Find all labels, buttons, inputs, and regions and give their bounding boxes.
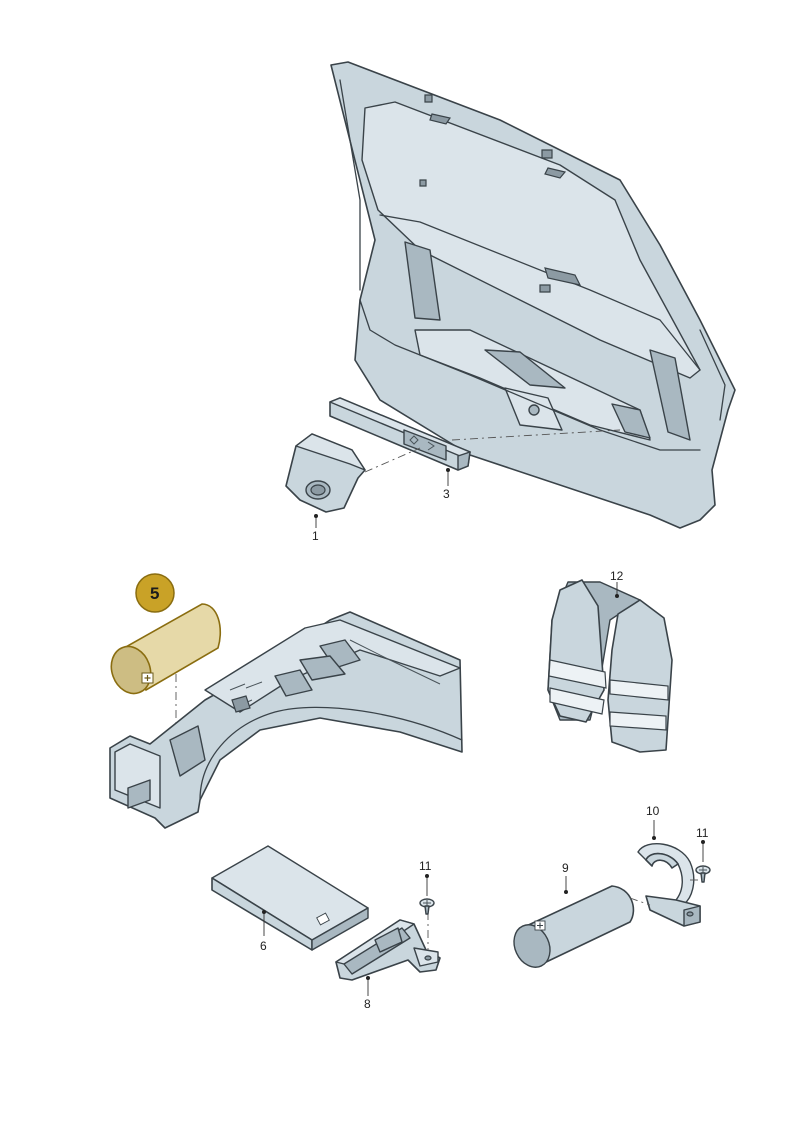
holder-bracket[interactable]	[335, 912, 441, 981]
luggage-compartment-trim[interactable]	[109, 611, 463, 829]
callout-11a[interactable]: 11	[419, 859, 432, 873]
callout-11b[interactable]: 11	[696, 826, 709, 840]
leader-dot-11b	[701, 840, 705, 844]
leader-dot-11a	[425, 874, 429, 878]
first-aid-box[interactable]	[211, 845, 369, 951]
retaining-strap[interactable]	[629, 843, 702, 927]
screw-left[interactable]	[419, 898, 435, 915]
leader-dot-6	[262, 910, 266, 914]
warning-triangle-holder[interactable]	[329, 397, 621, 473]
callout-8[interactable]: 8	[364, 997, 371, 1011]
callout-5[interactable]: 5	[150, 584, 159, 603]
leader-dot-12	[615, 594, 619, 598]
leader-dot-9	[564, 890, 568, 894]
tailgate-lining[interactable]	[330, 61, 736, 529]
callout-10[interactable]: 10	[646, 804, 660, 818]
first-aid-cylinder[interactable]	[507, 885, 635, 973]
first-aid-kit-cylinder[interactable]	[105, 603, 222, 699]
callout-3[interactable]: 3	[443, 487, 450, 501]
screw-right[interactable]	[695, 865, 711, 883]
callout-9[interactable]: 9	[562, 861, 569, 875]
callout-6[interactable]: 6	[260, 939, 267, 953]
leader-dot-3	[446, 468, 450, 472]
cover-cap[interactable]	[285, 433, 366, 513]
leader-dot-1	[314, 514, 318, 518]
safety-vest[interactable]	[547, 579, 673, 753]
leader-dot-10	[652, 836, 656, 840]
leader-dot-8	[366, 976, 370, 980]
callout-12[interactable]: 12	[610, 569, 624, 583]
callout-5-badge[interactable]	[135, 573, 175, 613]
callout-1[interactable]: 1	[312, 529, 319, 543]
